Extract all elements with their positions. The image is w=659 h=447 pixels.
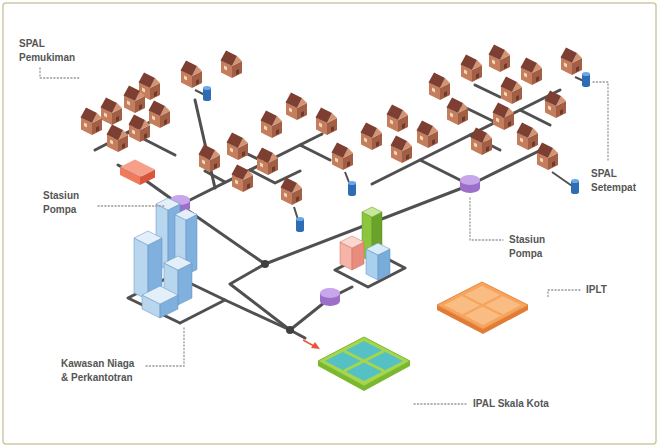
house-icon — [521, 58, 543, 86]
house-icon — [257, 148, 279, 176]
house-icon — [561, 48, 583, 76]
arrow-shaft — [303, 340, 314, 346]
junction-dot — [261, 260, 269, 268]
tile-divider — [344, 351, 384, 371]
house-icon — [149, 101, 171, 129]
tank-icon — [582, 72, 590, 87]
junction-dot — [286, 326, 294, 334]
tank-icon — [203, 86, 211, 101]
house-icon — [316, 108, 338, 136]
house-icon — [417, 121, 439, 149]
house-icon — [501, 77, 523, 105]
building-face — [362, 207, 382, 217]
tower-face — [178, 263, 192, 305]
building-face — [366, 243, 390, 255]
callout-label: Stasiun Pompa — [42, 189, 96, 216]
callout-label: Kawasan Niaga & Perkantotran — [60, 357, 144, 384]
pump-station-icon — [460, 175, 480, 193]
tile-bed — [444, 286, 521, 325]
leader-lines — [40, 68, 608, 404]
house-icon — [537, 143, 559, 171]
house-icon — [286, 93, 308, 121]
callout-label: IPAL Skala Kota — [472, 397, 584, 411]
office-towers — [134, 198, 197, 318]
pipe — [372, 160, 470, 185]
pipe — [475, 85, 500, 97]
pipe — [195, 100, 215, 188]
pipe — [290, 287, 352, 330]
callout-label: SPAL Setempat — [590, 167, 644, 194]
house-icon — [545, 91, 567, 119]
house-icon — [261, 111, 283, 139]
tile-top — [318, 337, 410, 386]
pipe — [300, 134, 322, 145]
tile-pool — [325, 341, 403, 381]
house-icon — [101, 98, 123, 126]
tile-divider — [463, 296, 502, 316]
leader-line — [470, 198, 503, 240]
tower-face — [142, 286, 178, 304]
house-icon — [199, 145, 221, 173]
pipe — [180, 145, 330, 205]
house-icon — [493, 103, 515, 131]
house-icon — [232, 165, 254, 193]
leader-line — [98, 205, 166, 206]
tower-face — [156, 198, 180, 210]
leader-line — [593, 82, 608, 160]
house-icon — [227, 133, 249, 161]
leader-line — [414, 403, 466, 404]
leader-line — [40, 68, 80, 78]
tile-divider — [344, 351, 384, 371]
house-icon — [387, 105, 409, 133]
septic-tanks — [203, 72, 590, 232]
flow-arrow — [303, 340, 320, 349]
pipe — [205, 171, 225, 182]
houses — [81, 45, 583, 206]
house-icon — [361, 123, 383, 151]
house-icon — [181, 61, 203, 89]
house-icon — [517, 123, 539, 151]
iplt-tile — [437, 282, 528, 334]
house-icon — [471, 128, 493, 156]
house-icon — [391, 136, 413, 164]
house-icon — [281, 178, 303, 206]
pipe-network — [95, 85, 560, 338]
tank-icon — [296, 217, 304, 232]
tower-face — [134, 238, 148, 300]
tank-icon — [571, 179, 579, 194]
house-icon — [107, 125, 129, 153]
ipal-tile — [318, 337, 410, 391]
box-face — [120, 160, 155, 178]
tank-pipes — [195, 77, 586, 226]
house-icon — [221, 51, 243, 79]
callout-label: SPAL Pemukiman — [18, 37, 84, 64]
tower-face — [134, 231, 162, 245]
pipe — [230, 264, 290, 330]
tile-divider — [464, 296, 502, 316]
house-icon — [81, 108, 103, 136]
building-face — [340, 236, 364, 248]
tower-face — [164, 256, 192, 270]
pump-house — [120, 160, 155, 186]
arrow-head — [311, 342, 320, 349]
leader-line — [548, 290, 580, 297]
house-icon — [429, 73, 451, 101]
callout-label: IPLT — [585, 283, 627, 297]
leader-line — [146, 326, 184, 366]
pump-station-icon — [320, 288, 340, 306]
tower-face — [175, 209, 197, 220]
pipe — [225, 300, 290, 330]
frame — [3, 3, 656, 444]
house-icon — [489, 45, 511, 73]
tank-icon — [348, 181, 356, 196]
house-icon — [332, 143, 354, 171]
house-icon — [461, 55, 483, 83]
house-icon — [124, 86, 146, 114]
house-icon — [447, 98, 469, 126]
tile-top — [437, 282, 528, 329]
house-icon — [129, 115, 151, 143]
commercial-buildings — [340, 207, 390, 280]
callout-label: Stasiun Pompa — [508, 233, 562, 260]
